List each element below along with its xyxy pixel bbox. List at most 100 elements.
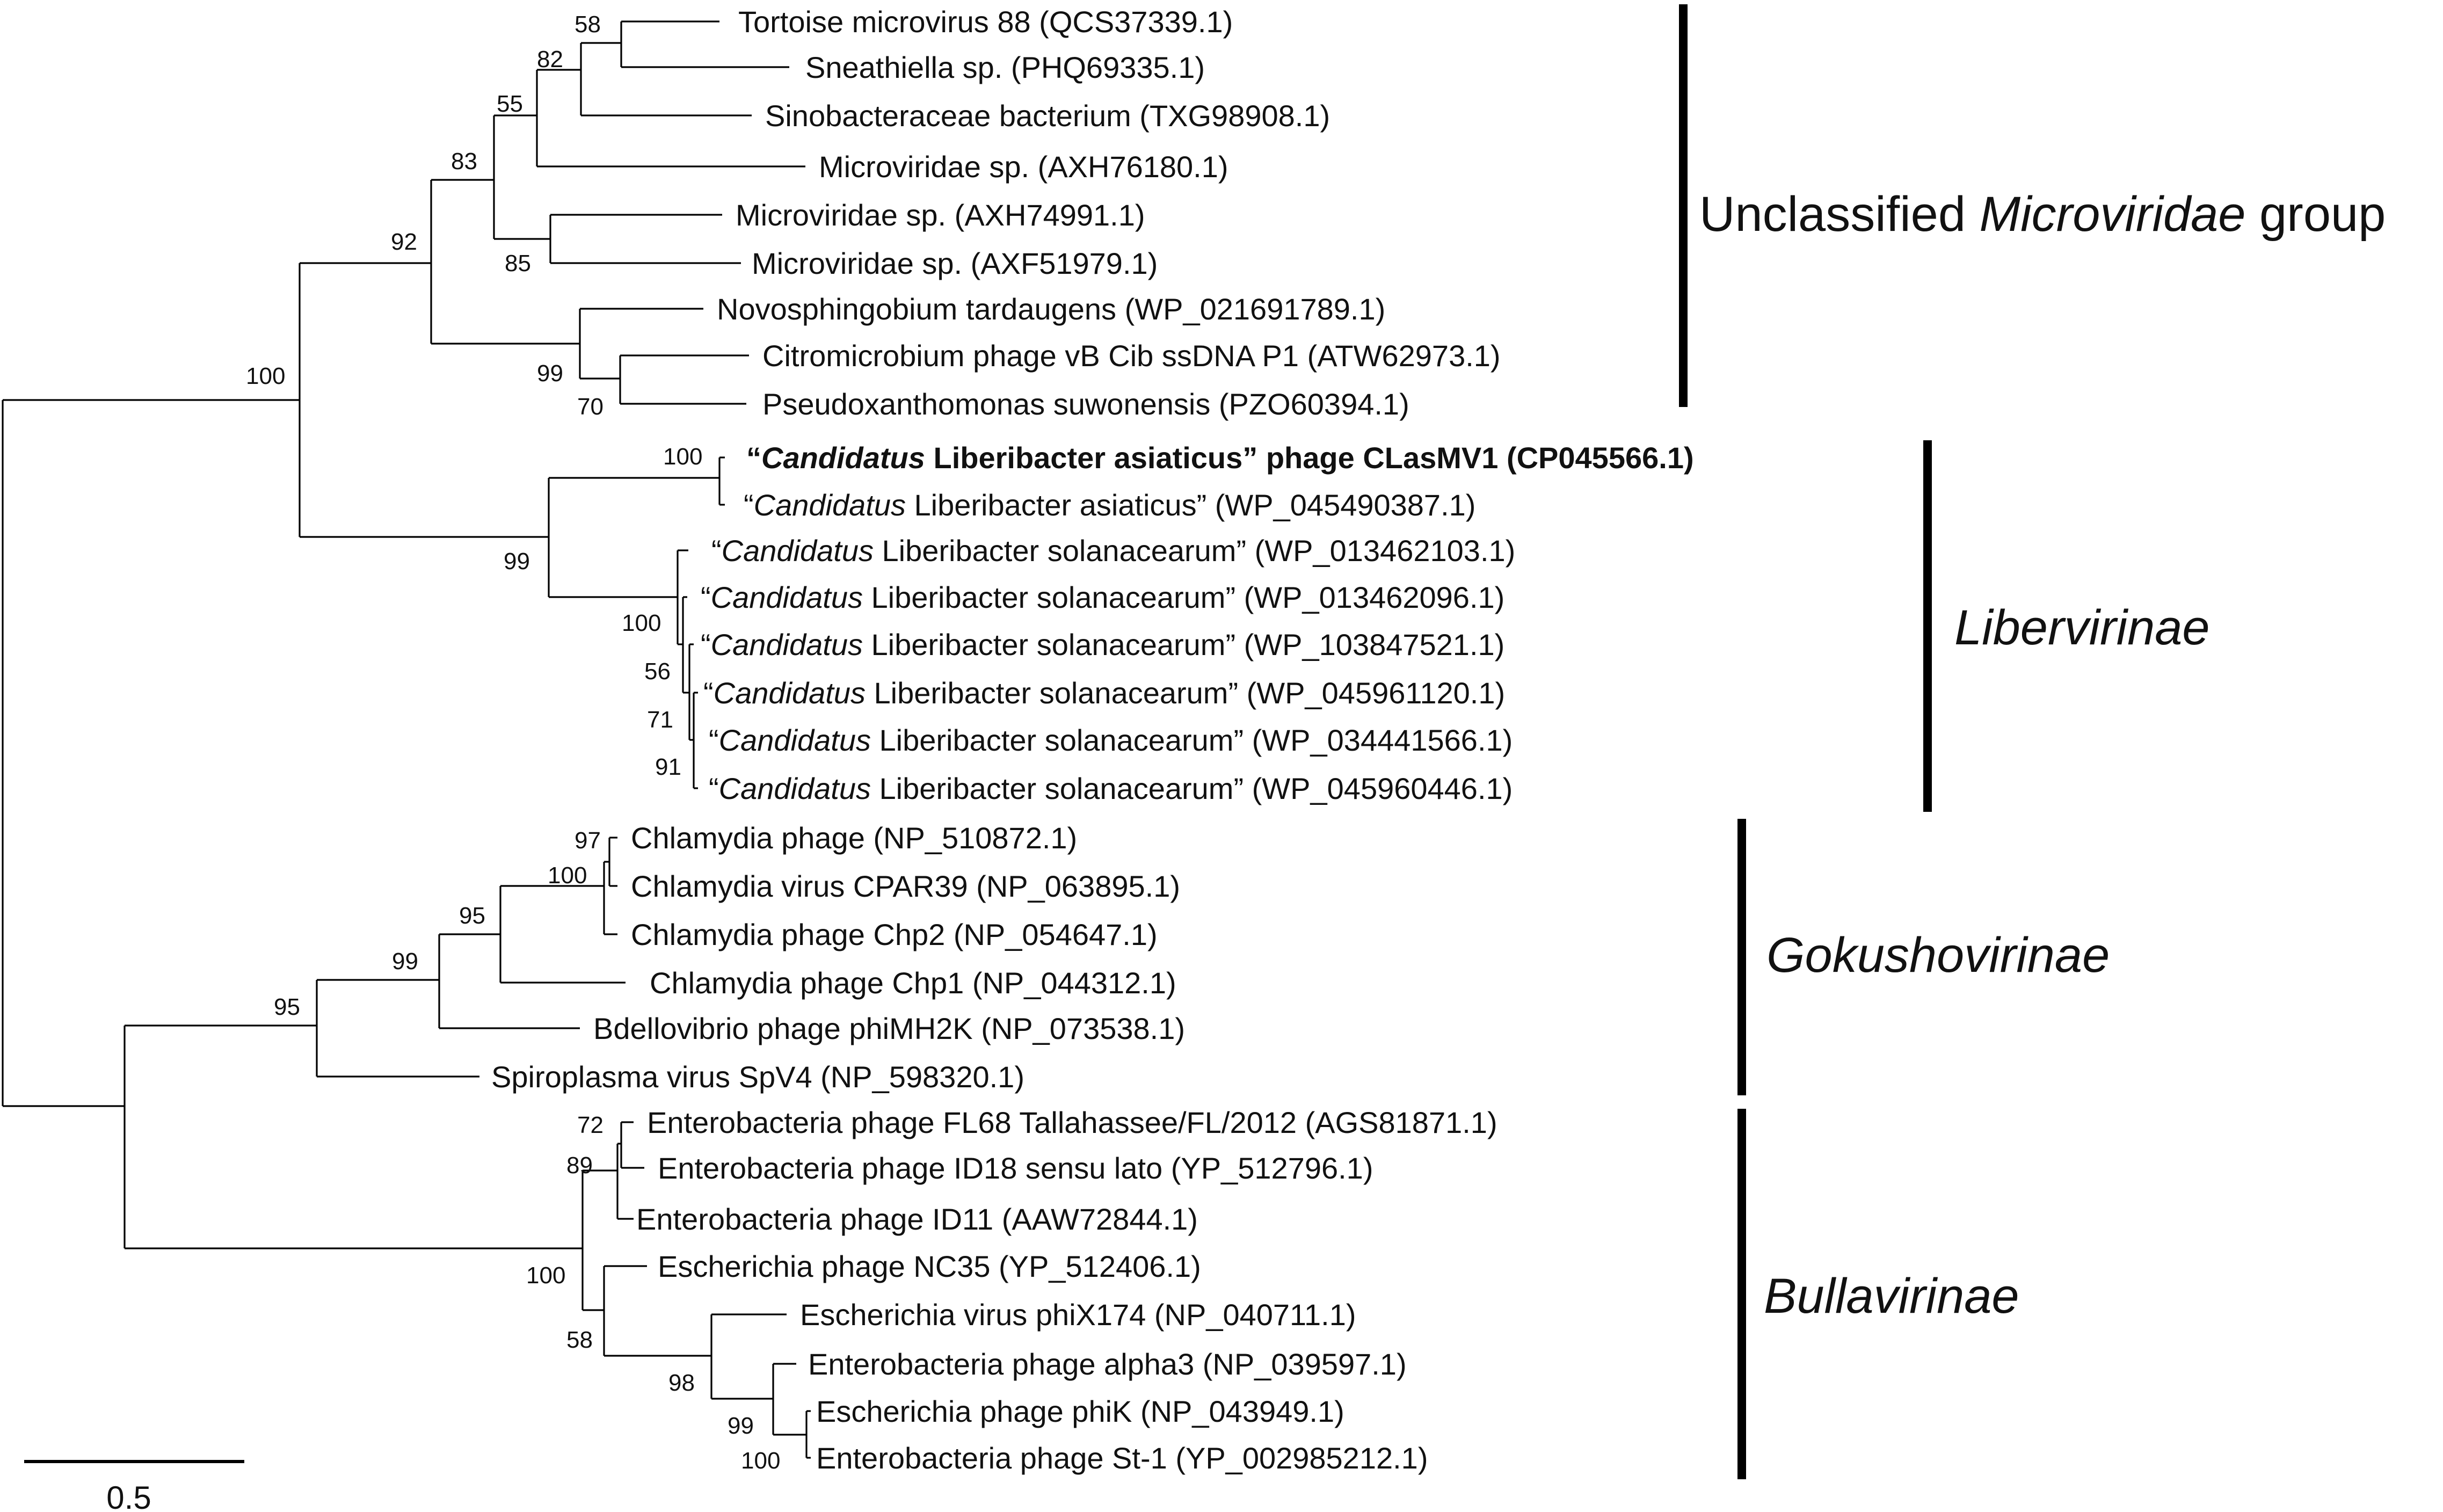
taxon-label: “Candidatus Liberibacter solanacearum” (…: [701, 580, 1504, 614]
taxon-label-part: Liberibacter solanacearum” (WP_103847521…: [863, 628, 1504, 662]
taxon-label-part: Escherichia virus phiX174 (NP_040711.1): [800, 1298, 1356, 1332]
bootstrap-value: 72: [577, 1112, 604, 1138]
taxon-label-part: Spiroplasma virus SpV4 (NP_598320.1): [491, 1060, 1024, 1094]
taxon-label: “Candidatus Liberibacter asiaticus” phag…: [746, 441, 1694, 475]
taxon-label-part: Chlamydia phage (NP_510872.1): [631, 821, 1077, 855]
taxon-label: Microviridae sp. (AXF51979.1): [752, 246, 1158, 280]
taxon-label: Citromicrobium phage vB Cib ssDNA P1 (AT…: [762, 339, 1501, 373]
taxon-label-part: Candidatus: [711, 580, 863, 614]
bootstrap-value: 98: [668, 1370, 695, 1396]
bootstrap-value: 100: [246, 363, 285, 389]
bootstrap-value: 100: [526, 1262, 565, 1289]
group-bracket-gokushovirinae: [1737, 819, 1746, 1095]
bootstrap-value: 97: [575, 827, 601, 854]
taxon-label: “Candidatus Liberibacter solanacearum” (…: [701, 628, 1504, 662]
taxon-label-part: “: [701, 628, 711, 662]
taxon-label: Tortoise microvirus 88 (QCS37339.1): [738, 5, 1233, 39]
taxon-label-part: “: [709, 723, 719, 757]
bootstrap-value: 99: [504, 548, 530, 575]
taxon-label-part: Candidatus: [714, 676, 866, 710]
bootstrap-value: 91: [655, 754, 681, 780]
group-label-part: Bullavirinae: [1764, 1269, 2019, 1324]
taxon-label: “Candidatus Liberibacter asiaticus” (WP_…: [744, 488, 1475, 522]
taxon-label-part: Microviridae sp. (AXH76180.1): [819, 150, 1228, 184]
taxon-label-part: Microviridae sp. (AXF51979.1): [752, 246, 1158, 280]
bootstrap-value: 95: [274, 994, 300, 1020]
bootstrap-value: 99: [537, 360, 563, 387]
taxon-label-part: “: [746, 441, 761, 475]
bootstrap-value: 70: [577, 394, 604, 420]
taxon-label-part: Citromicrobium phage vB Cib ssDNA P1 (AT…: [762, 339, 1501, 373]
group-bracket-libervirinae: [1923, 440, 1932, 812]
taxon-label: Pseudoxanthomonas suwonensis (PZO60394.1…: [762, 387, 1409, 421]
group-bracket-unclassified: [1679, 4, 1688, 407]
bootstrap-value: 99: [392, 948, 418, 975]
taxon-label-part: Liberibacter solanacearum” (WP_013462096…: [863, 580, 1504, 614]
taxon-label-part: Candidatus: [719, 772, 871, 805]
taxon-label: Chlamydia phage Chp1 (NP_044312.1): [650, 966, 1176, 1000]
taxon-label-part: Liberibacter solanacearum” (WP_013462103…: [874, 534, 1515, 568]
bootstrap-value: 58: [575, 11, 601, 38]
bootstrap-value: 100: [741, 1448, 780, 1474]
taxon-label-part: Chlamydia phage Chp2 (NP_054647.1): [631, 918, 1158, 951]
taxon-label-part: “: [701, 580, 711, 614]
bootstrap-value: 58: [566, 1327, 593, 1353]
taxon-label-part: “: [744, 488, 754, 522]
taxon-label-part: Enterobacteria phage ID18 sensu lato (YP…: [658, 1151, 1373, 1185]
taxon-label: Enterobacteria phage ID11 (AAW72844.1): [636, 1202, 1198, 1236]
taxon-label: Escherichia virus phiX174 (NP_040711.1): [800, 1298, 1356, 1332]
taxon-label: Chlamydia phage (NP_510872.1): [631, 821, 1077, 855]
taxon-label: Enterobacteria phage St-1 (YP_002985212.…: [816, 1441, 1428, 1475]
bootstrap-values: 58 82 55 83 85 92 99 70 100 100 99 100 5…: [246, 11, 780, 1474]
taxon-label-part: Sinobacteraceae bacterium (TXG98908.1): [765, 99, 1330, 133]
group-label-part: Gokushovirinae: [1766, 928, 2110, 983]
taxon-label: Novosphingobium tardaugens (WP_021691789…: [717, 292, 1385, 326]
bootstrap-value: 83: [451, 148, 477, 175]
bootstrap-value: 56: [644, 658, 671, 685]
taxon-label: Escherichia phage phiK (NP_043949.1): [816, 1394, 1344, 1428]
taxon-label-part: Liberibacter asiaticus” phage CLasMV1 (C…: [925, 441, 1694, 475]
group-label-part: Libervirinae: [1954, 600, 2210, 655]
taxon-label-part: “: [711, 534, 722, 568]
group-brackets: [1679, 4, 1932, 1479]
taxon-label-part: Enterobacteria phage St-1 (YP_002985212.…: [816, 1441, 1428, 1475]
scale-bar-label: 0.5: [106, 1480, 151, 1512]
group-label: Gokushovirinae: [1766, 928, 2110, 983]
group-label: Bullavirinae: [1764, 1269, 2019, 1324]
taxon-label-part: Escherichia phage phiK (NP_043949.1): [816, 1394, 1344, 1428]
group-label-part: Microviridae: [1980, 187, 2246, 242]
taxon-labels: Tortoise microvirus 88 (QCS37339.1) Snea…: [491, 5, 1694, 1475]
taxon-label: Microviridae sp. (AXH76180.1): [819, 150, 1228, 184]
group-label: Libervirinae: [1954, 600, 2210, 655]
bootstrap-value: 89: [566, 1152, 593, 1179]
taxon-label: “Candidatus Liberibacter solanacearum” (…: [709, 772, 1513, 805]
taxon-label: Enterobacteria phage ID18 sensu lato (YP…: [658, 1151, 1373, 1185]
taxon-label-part: Sneathiella sp. (PHQ69335.1): [805, 50, 1205, 84]
bootstrap-value: 100: [663, 444, 702, 470]
taxon-label-part: Chlamydia phage Chp1 (NP_044312.1): [650, 966, 1176, 1000]
taxon-label-part: Enterobacteria phage alpha3 (NP_039597.1…: [808, 1347, 1407, 1381]
bootstrap-value: 71: [647, 707, 673, 733]
taxon-label-part: Candidatus: [761, 441, 925, 475]
taxon-label: Enterobacteria phage alpha3 (NP_039597.1…: [808, 1347, 1407, 1381]
taxon-label: Chlamydia phage Chp2 (NP_054647.1): [631, 918, 1158, 951]
taxon-label: “Candidatus Liberibacter solanacearum” (…: [709, 723, 1513, 757]
taxon-label-part: Liberibacter asiaticus” (WP_045490387.1): [906, 488, 1475, 522]
taxon-label-part: Candidatus: [722, 534, 874, 568]
bootstrap-value: 99: [728, 1413, 754, 1439]
taxon-label: “Candidatus Liberibacter solanacearum” (…: [703, 676, 1505, 710]
scale-bar: 0.5: [24, 1460, 244, 1512]
taxon-label: Spiroplasma virus SpV4 (NP_598320.1): [491, 1060, 1024, 1094]
group-label: Unclassified Microviridae group: [1699, 187, 2386, 242]
bootstrap-value: 55: [497, 91, 523, 117]
group-label-part: group: [2245, 187, 2386, 242]
taxon-label-part: Bdellovibrio phage phiMH2K (NP_073538.1): [593, 1012, 1185, 1045]
taxon-label: “Candidatus Liberibacter solanacearum” (…: [711, 534, 1515, 568]
taxon-label-part: Novosphingobium tardaugens (WP_021691789…: [717, 292, 1385, 326]
taxon-label-part: Microviridae sp. (AXH74991.1): [736, 198, 1145, 232]
group-bracket-bullavirinae: [1737, 1109, 1746, 1479]
taxon-label-part: “: [703, 676, 714, 710]
taxon-label-part: Pseudoxanthomonas suwonensis (PZO60394.1…: [762, 387, 1409, 421]
